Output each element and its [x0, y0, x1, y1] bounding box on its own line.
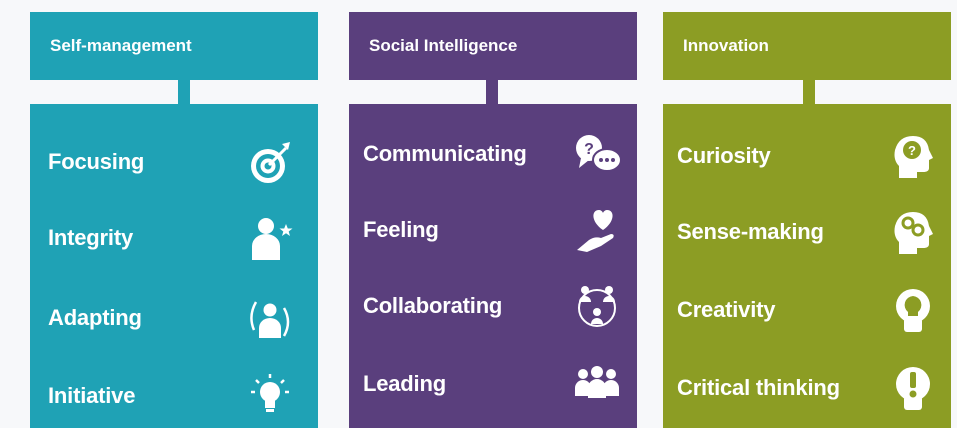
list-item: Leading	[349, 354, 637, 414]
item-label: Adapting	[48, 305, 142, 330]
list-item: Curiosity ?	[663, 126, 951, 186]
column-body: Curiosity ? Sense-making Creativity	[663, 104, 951, 428]
column-title: Self-management	[50, 36, 192, 55]
list-item: Collaborating	[349, 276, 637, 336]
list-item: Focusing	[30, 132, 318, 192]
list-item: Feeling	[349, 200, 637, 260]
group-icon	[571, 358, 623, 410]
list-item: Initiative	[30, 366, 318, 426]
innovation-column: Innovation Curiosity ? Sense-making	[663, 0, 951, 428]
list-item: Sense-making	[663, 202, 951, 262]
person-adapting-icon	[244, 292, 296, 344]
target-icon	[244, 136, 296, 188]
head-lightbulb-icon	[887, 284, 939, 336]
item-label: Collaborating	[363, 293, 503, 318]
people-network-icon	[571, 280, 623, 332]
item-label: Initiative	[48, 383, 136, 408]
column-header: Social Intelligence	[349, 12, 637, 80]
lightbulb-icon	[244, 370, 296, 422]
svg-text:?: ?	[908, 143, 916, 158]
speech-bubbles-icon: ?	[571, 128, 623, 180]
item-label: Communicating	[363, 141, 527, 166]
self-management-column: Self-management Focusing Integrity	[30, 0, 318, 428]
social-intelligence-column: Social Intelligence Communicating ? Feel…	[349, 0, 637, 428]
item-label: Critical thinking	[677, 375, 840, 400]
item-label: Curiosity	[677, 143, 771, 168]
svg-text:?: ?	[584, 141, 594, 158]
list-item: Critical thinking	[663, 358, 951, 418]
head-gears-icon	[887, 206, 939, 258]
item-label: Sense-making	[677, 219, 824, 244]
connector	[803, 80, 815, 108]
column-header: Self-management	[30, 12, 318, 80]
item-label: Feeling	[363, 217, 439, 242]
item-label: Creativity	[677, 297, 776, 322]
heart-hand-icon	[571, 204, 623, 256]
list-item: Adapting	[30, 288, 318, 348]
column-body: Focusing Integrity	[30, 104, 318, 428]
column-title: Innovation	[683, 36, 769, 55]
head-exclamation-icon	[887, 362, 939, 414]
list-item: Creativity	[663, 280, 951, 340]
column-header: Innovation	[663, 12, 951, 80]
connector	[486, 80, 498, 108]
head-question-icon: ?	[887, 130, 939, 182]
list-item: Communicating ?	[349, 124, 637, 184]
column-title: Social Intelligence	[369, 36, 518, 55]
item-label: Integrity	[48, 225, 133, 250]
connector	[178, 80, 190, 108]
person-star-icon	[244, 212, 296, 264]
item-label: Focusing	[48, 149, 145, 174]
list-item: Integrity	[30, 208, 318, 268]
item-label: Leading	[363, 371, 446, 396]
column-body: Communicating ? Feeling	[349, 104, 637, 428]
